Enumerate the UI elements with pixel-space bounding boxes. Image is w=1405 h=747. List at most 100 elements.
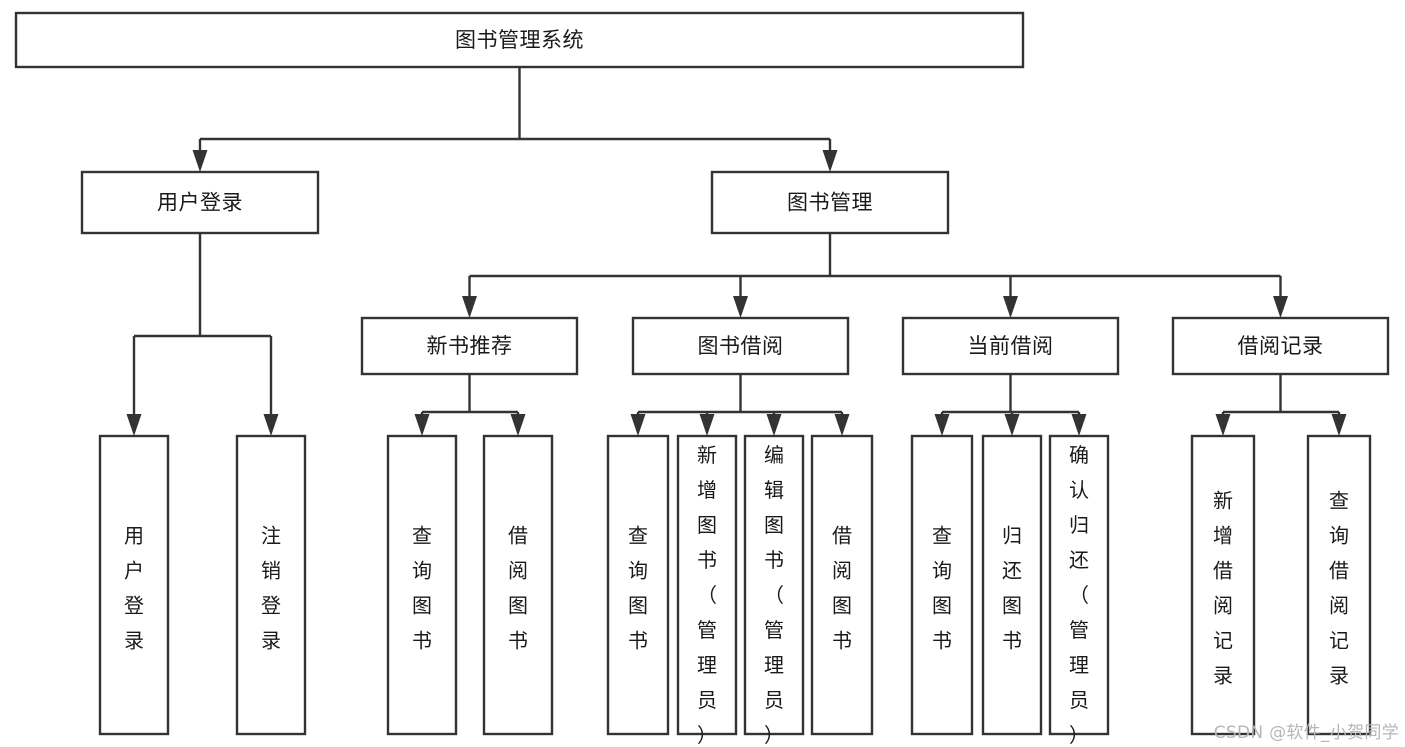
node-leaf-query-record-glyph: 录 <box>1329 663 1349 687</box>
book-borrow-to-leaf-query-book-2-arrowhead <box>630 414 646 436</box>
node-leaf-add-record-glyph: 记 <box>1213 628 1233 652</box>
book-manage-to-current-borrow-arrowhead <box>1003 296 1018 318</box>
borrow-record-to-leaf-query-record-arrowhead <box>1331 414 1347 436</box>
node-leaf-query-book-3-glyph: 书 <box>932 628 952 652</box>
node-leaf-edit-book-admin-glyph: 员 <box>764 688 784 712</box>
user-login-to-leaf-user-logout-arrowhead <box>263 414 279 436</box>
node-leaf-add-record-glyph: 增 <box>1213 523 1233 547</box>
node-leaf-query-record-glyph: 记 <box>1329 628 1349 652</box>
node-leaf-borrow-book-1-box[interactable] <box>482 434 554 736</box>
node-leaf-confirm-return-glyph: 管 <box>1069 618 1089 642</box>
node-borrow-record-label: 借阅记录 <box>1238 334 1324 358</box>
node-book-manage-box[interactable] <box>710 170 950 235</box>
node-leaf-edit-book-admin-glyph: 书 <box>764 548 784 572</box>
book-manage-to-book-borrow-arrowhead <box>733 296 748 318</box>
node-leaf-user-logout-glyph: 销 <box>261 558 281 582</box>
node-leaf-query-book-3-glyph: 询 <box>932 558 952 582</box>
node-leaf-user-login-box[interactable] <box>98 434 170 736</box>
root-to-user-login-arrowhead <box>192 150 208 172</box>
node-leaf-add-record-box[interactable] <box>1190 434 1256 736</box>
node-leaf-add-record-glyph: 借 <box>1213 558 1233 582</box>
node-leaf-confirm-return-glyph: 确 <box>1069 443 1089 467</box>
node-user-login-label: 用户登录 <box>157 191 243 215</box>
labels-layer: 图书管理系统用户登录图书管理新书推荐图书借阅当前借阅借阅记录用户登录注销登录查询… <box>124 28 1349 747</box>
node-leaf-confirm-return-glyph: 理 <box>1069 653 1089 677</box>
node-leaf-query-record-glyph: 阅 <box>1329 593 1349 617</box>
node-book-manage-label: 图书管理 <box>787 191 873 215</box>
node-user-login-box[interactable] <box>80 170 320 235</box>
node-new-book-recommend-box[interactable] <box>360 316 579 376</box>
node-current-borrow-box[interactable] <box>901 316 1120 376</box>
boxes-layer <box>14 11 1390 736</box>
node-leaf-add-book-admin-glyph: 员 <box>697 688 717 712</box>
current-borrow-to-leaf-confirm-return-arrowhead <box>1071 414 1087 436</box>
node-borrow-record-box[interactable] <box>1171 316 1390 376</box>
node-leaf-return-book-box[interactable] <box>981 434 1043 736</box>
node-leaf-add-book-admin-glyph: 新 <box>697 443 717 467</box>
node-book-borrow-label: 图书借阅 <box>698 334 784 358</box>
node-leaf-query-book-1-glyph: 图 <box>412 593 432 617</box>
node-leaf-query-record-glyph: 询 <box>1329 523 1349 547</box>
node-book-borrow-box[interactable] <box>631 316 850 376</box>
node-leaf-query-book-2-box[interactable] <box>606 434 670 736</box>
node-leaf-confirm-return-glyph: （ <box>1069 583 1089 607</box>
node-leaf-user-logout-box[interactable] <box>235 434 307 736</box>
book-borrow-to-leaf-borrow-book-2-arrowhead <box>834 414 850 436</box>
node-leaf-return-book-glyph: 书 <box>1002 628 1022 652</box>
node-leaf-borrow-book-1-glyph: 图 <box>508 593 528 617</box>
root-to-book-manage-arrowhead <box>822 150 838 172</box>
connectors-layer <box>126 67 1347 436</box>
node-leaf-add-book-admin-glyph: 书 <box>697 548 717 572</box>
node-leaf-borrow-book-1-glyph: 书 <box>508 628 528 652</box>
book-borrow-to-leaf-edit-book-admin-arrowhead <box>766 414 782 436</box>
node-leaf-query-book-2-glyph: 图 <box>628 593 648 617</box>
node-leaf-confirm-return-box[interactable] <box>1048 434 1110 736</box>
node-leaf-borrow-book-2-glyph: 借 <box>832 523 852 547</box>
node-leaf-borrow-book-2-box[interactable] <box>810 434 874 736</box>
node-leaf-add-book-admin-box[interactable] <box>676 434 738 736</box>
node-leaf-add-record-glyph: 新 <box>1213 488 1233 512</box>
node-leaf-add-record-glyph: 阅 <box>1213 593 1233 617</box>
current-borrow-to-leaf-query-book-3-arrowhead <box>934 414 950 436</box>
node-leaf-add-book-admin-glyph: 管 <box>697 618 717 642</box>
node-leaf-add-book-admin-glyph: 理 <box>697 653 717 677</box>
book-manage-to-borrow-record-arrowhead <box>1273 296 1288 318</box>
node-leaf-query-book-1-box[interactable] <box>386 434 458 736</box>
node-leaf-user-logout-glyph: 注 <box>261 523 281 547</box>
node-leaf-query-book-2-glyph: 书 <box>628 628 648 652</box>
node-leaf-return-book-glyph: 还 <box>1002 558 1022 582</box>
node-leaf-add-record-glyph: 录 <box>1213 663 1233 687</box>
node-leaf-confirm-return-glyph: 归 <box>1069 513 1089 537</box>
node-leaf-user-logout-glyph: 登 <box>261 593 281 617</box>
node-leaf-return-book-glyph: 归 <box>1002 523 1022 547</box>
node-leaf-borrow-book-2-glyph: 阅 <box>832 558 852 582</box>
node-leaf-edit-book-admin-box[interactable] <box>743 434 805 736</box>
new-book-recommend-to-leaf-query-book-1-arrowhead <box>414 414 430 436</box>
node-leaf-user-logout-glyph: 录 <box>261 628 281 652</box>
node-leaf-borrow-book-2-glyph: 书 <box>832 628 852 652</box>
node-leaf-query-book-2-glyph: 查 <box>628 523 648 547</box>
node-leaf-add-book-admin-glyph: 图 <box>697 513 717 537</box>
node-leaf-query-book-3-glyph: 查 <box>932 523 952 547</box>
node-new-book-recommend-label: 新书推荐 <box>427 334 513 358</box>
node-leaf-query-record-glyph: 查 <box>1329 488 1349 512</box>
node-leaf-user-login-glyph: 录 <box>124 628 144 652</box>
node-leaf-query-book-1-glyph: 书 <box>412 628 432 652</box>
node-leaf-confirm-return-glyph: 还 <box>1069 548 1089 572</box>
node-leaf-query-record-box[interactable] <box>1306 434 1372 736</box>
node-leaf-edit-book-admin-glyph: （ <box>764 583 784 607</box>
node-leaf-query-book-3-box[interactable] <box>910 434 974 736</box>
borrow-record-to-leaf-add-record-arrowhead <box>1215 414 1231 436</box>
node-leaf-query-book-3-glyph: 图 <box>932 593 952 617</box>
